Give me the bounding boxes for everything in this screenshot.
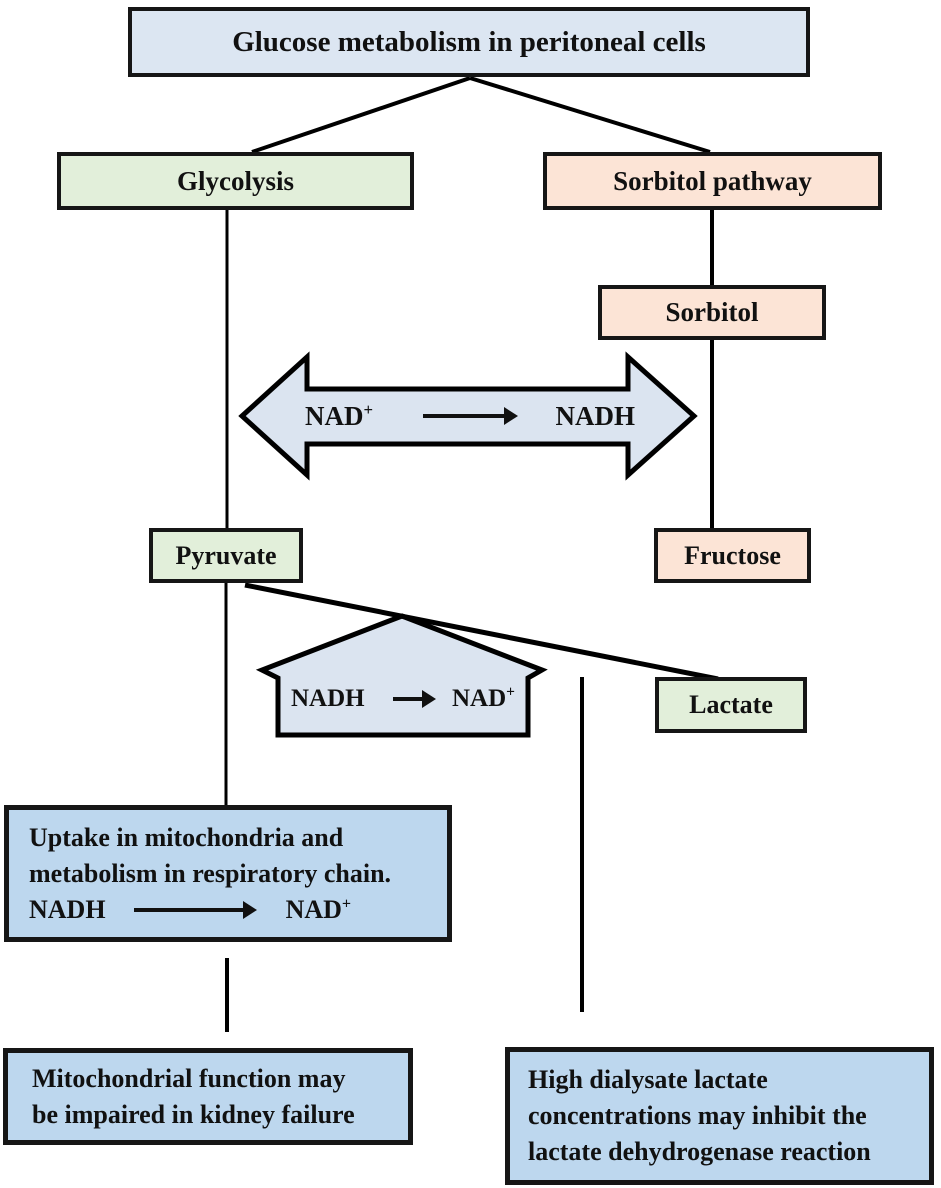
right-arrow-icon [133,901,257,919]
nad-base: NAD [285,895,342,924]
sorbitol-box: Sorbitol [598,285,826,340]
mitochondrial-note-line2: be impaired in kidney failure [32,1099,355,1129]
nad-plus-text: NAD+ [451,683,515,713]
fructose-label: Fructose [684,540,781,570]
nad-sup: + [363,399,374,419]
nad-base: NAD [451,685,507,712]
uptake-note-box: Uptake in mitochondria and metabolism in… [4,805,452,942]
diagram-title: Glucose metabolism in peritoneal cells [232,25,706,58]
line-title-to-sorbitol-pathway [469,76,711,154]
mitochondrial-note-line1: Mitochondrial function may [32,1063,346,1093]
nadh-text: NADH [29,895,106,924]
lactate-note-line3: lactate dehydrogenase reaction [528,1137,871,1166]
fructose-box: Fructose [654,528,811,583]
nad-sup: + [341,895,352,913]
glycolysis-box: Glycolysis [57,152,414,210]
glycolysis-label: Glycolysis [176,165,294,196]
lactate-label: Lactate [689,690,773,719]
uptake-note-reaction: NADH NAD+ [29,892,447,928]
nad-plus-text: NAD+ [305,401,373,432]
mitochondrial-note-box: Mitochondrial function may be impaired i… [3,1048,413,1145]
pyruvate-label: Pyruvate [175,540,277,570]
nadh-return-label: NADH NAD+ [291,674,515,724]
lactate-note-line1: High dialysate lactate [528,1065,768,1094]
line-pyruvate-to-lactate [244,582,719,682]
title-box: Glucose metabolism in peritoneal cells [128,7,810,77]
up-arrow-shape [255,613,548,738]
sorbitol-label: Sorbitol [665,297,759,327]
sorbitol-pathway-box: Sorbitol pathway [543,152,882,210]
pyruvate-box: Pyruvate [149,528,303,583]
line-title-to-glycolysis [251,76,471,154]
nad-sup: + [506,683,515,701]
nad-shuttle-label: NAD+ NADH [305,394,635,438]
right-arrow-icon [393,690,437,708]
lactate-box: Lactate [655,677,807,733]
uptake-note-line1: Uptake in mitochondria and [29,823,344,852]
uptake-note-line2: metabolism in respiratory chain. [29,859,392,888]
sorbitol-pathway-label: Sorbitol pathway [613,165,812,196]
right-arrow-icon [423,407,519,425]
nad-base: NAD [305,400,364,431]
nadh-text: NADH [555,400,635,431]
nadh-text: NADH [291,685,365,712]
nad-plus-text: NAD+ [286,892,352,928]
lactate-note-line2: concentrations may inhibit the [528,1101,867,1130]
lactate-inhibition-note-box: High dialysate lactate concentrations ma… [505,1047,934,1185]
